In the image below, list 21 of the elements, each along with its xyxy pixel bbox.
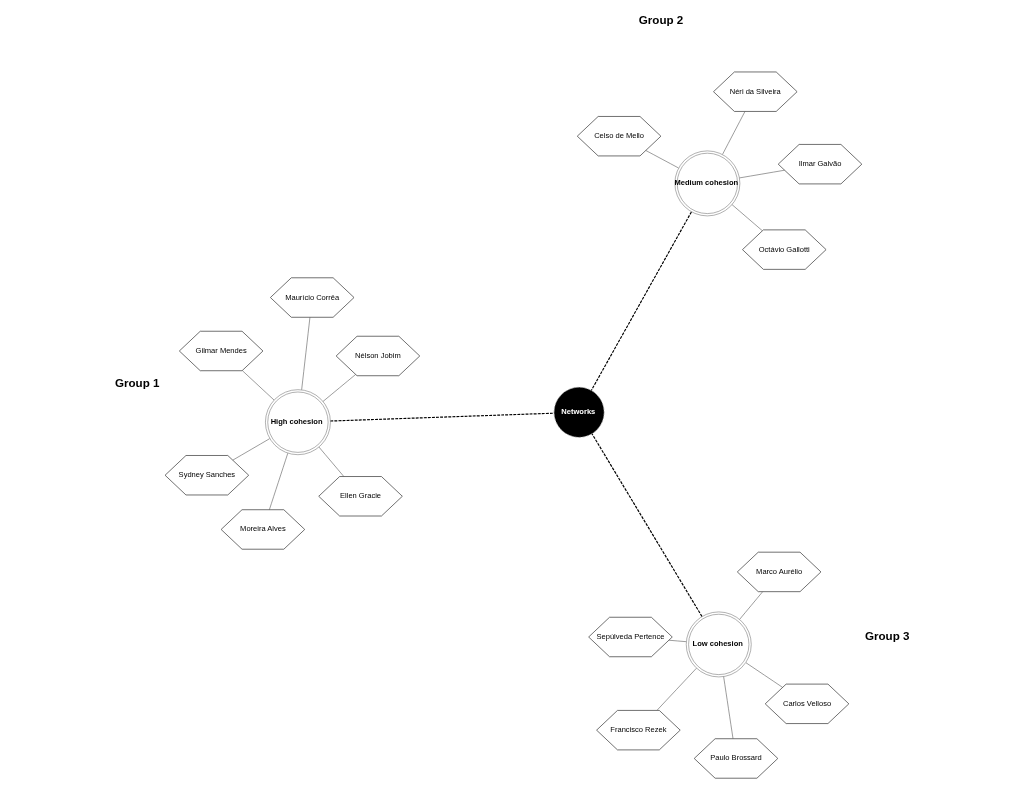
connector	[322, 374, 356, 402]
connector	[591, 433, 703, 617]
connector	[723, 676, 734, 739]
connector	[645, 150, 679, 169]
connector	[668, 639, 687, 642]
connector	[301, 317, 311, 391]
label: Group 1	[114, 376, 160, 390]
connector	[232, 438, 270, 461]
connector	[590, 211, 692, 391]
connector	[739, 591, 763, 620]
connector	[739, 169, 785, 179]
connector	[269, 452, 289, 510]
connector	[318, 446, 345, 477]
connector	[329, 412, 555, 422]
connector	[745, 662, 783, 688]
label: Group 3	[864, 629, 910, 643]
connector	[242, 370, 275, 401]
connector	[656, 668, 697, 711]
label: Group 2	[638, 12, 684, 26]
connector	[731, 204, 763, 231]
connector	[722, 111, 746, 155]
